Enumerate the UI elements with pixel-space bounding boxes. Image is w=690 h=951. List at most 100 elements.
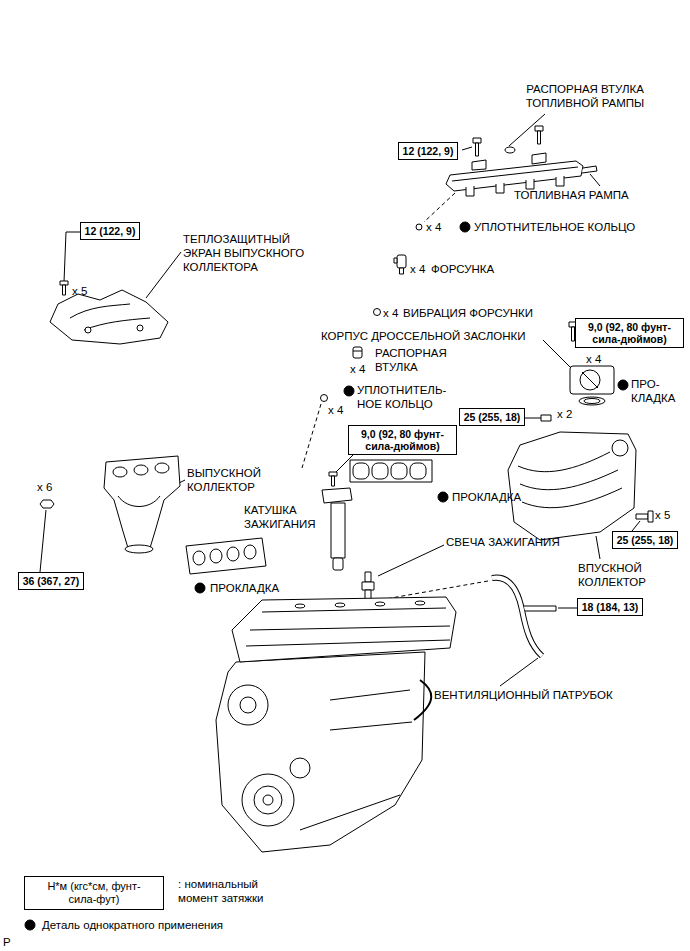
part-label-box: УПЛОТНИТЕЛЬНОЕ КОЛЬЦО — [474, 220, 635, 234]
engine — [335, 603, 345, 607]
quantity-label: x 5 — [72, 284, 87, 298]
engine — [216, 597, 456, 852]
exhaust-gasket — [210, 549, 222, 563]
quantity-label-box: x 4 — [383, 306, 398, 320]
part-label: УПЛОТНИТЕЛЬНОЕ КОЛЬЦО — [474, 220, 635, 234]
dashed-guide — [302, 404, 321, 468]
part-label: ВЫПУСКНОЙ КОЛЛЕКТОР — [187, 466, 287, 494]
ignition-coil — [333, 558, 343, 570]
heat-shield — [50, 290, 168, 344]
part-label-box: ВПУСКНОЙ КОЛЛЕКТОР — [578, 561, 668, 589]
part-label-box: ТОПЛИВНАЯ РАМПА — [514, 188, 629, 202]
legend-box: Н*м (кгс*см, фунт-сила-фут) — [24, 876, 164, 910]
exhaust-nut — [40, 500, 54, 508]
part-label-box: ПРОКЛАДКА — [210, 581, 279, 595]
ventilation-hose — [492, 578, 556, 656]
quantity-label: x 4 — [426, 220, 441, 234]
part-label-box: СВЕЧА ЗАЖИГАНИЯ — [446, 535, 560, 549]
exhaust-manifold — [134, 465, 148, 475]
throttle-body — [580, 370, 600, 390]
part-label: РАСПОРНАЯ ВТУЛКА — [375, 346, 465, 374]
exhaust-gasket — [186, 538, 266, 574]
leader-line — [632, 521, 640, 531]
intake-gasket — [353, 463, 369, 479]
quantity-label: x 4 — [410, 262, 425, 276]
heat-shield — [137, 325, 143, 331]
torque-spec-box: 25 (255, 18) — [459, 408, 525, 426]
fuel-rail — [452, 167, 578, 181]
engine — [414, 680, 431, 720]
part-label: ВПУСКНОЙ КОЛЛЕКТОР — [578, 561, 668, 589]
engine — [415, 601, 425, 605]
torque-value: 36 (367, 27) — [23, 575, 80, 587]
part-label: КАТУШКА ЗАЖИГАНИЯ — [244, 503, 334, 531]
o-ring-icon — [374, 309, 381, 316]
intake-gasket — [372, 463, 388, 479]
torque-spec-box: 9,0 (92, 80 фунт- сила-дюймов) — [575, 318, 684, 348]
intake-manifold — [541, 415, 551, 421]
part-label: ПРОКЛАДКА — [210, 581, 279, 595]
bolt — [332, 476, 335, 486]
torque-spec-box: 18 (184, 13) — [577, 598, 643, 616]
part-label: ПРОКЛАДКА — [452, 490, 521, 504]
throttle-body — [570, 366, 614, 394]
part-label: ТЕПЛОЗАЩИТНЫЙ ЭКРАН ВЫПУСКНОГО КОЛЛЕКТОР… — [183, 232, 328, 274]
torque-value: 12 (122, 9) — [85, 225, 136, 237]
part-label: УПЛОТНИТЕЛЬ- НОЕ КОЛЬЦО — [357, 383, 453, 411]
ventilation-hose — [524, 606, 556, 611]
part-label: ТОПЛИВНАЯ РАМПА — [514, 188, 629, 202]
part-label: КОРПУС ДРОССЕЛЬНОЙ ЗАСЛОНКИ — [321, 329, 526, 343]
part-label-box: УПЛОТНИТЕЛЬ- НОЕ КОЛЬЦО — [357, 383, 453, 411]
part-label-box: РАСПОРНАЯ ВТУЛКА ТОПЛИВНОЙ РАМПЫ — [515, 82, 655, 110]
quantity-label: x 2 — [557, 407, 572, 421]
injector-icon — [400, 268, 404, 274]
leader-line — [462, 147, 472, 150]
o-ring-icon — [321, 395, 328, 402]
part-label: СВЕЧА ЗАЖИГАНИЯ — [446, 535, 560, 549]
bolt — [535, 126, 543, 131]
exhaust-manifold — [118, 496, 160, 507]
torque-value: 25 (255, 18) — [464, 411, 521, 423]
exhaust-nut — [40, 500, 54, 508]
part-label-box: КАТУШКА ЗАЖИГАНИЯ — [244, 503, 334, 531]
legend-note-box: : номинальный момент затяжки — [178, 877, 288, 905]
torque-spec-box: 36 (367, 27) — [18, 572, 84, 590]
leader-line — [590, 174, 600, 186]
ignition-coil — [322, 488, 352, 570]
single-use-dot — [460, 222, 470, 232]
fuel-rail — [472, 153, 546, 170]
torque-value: Н*м (кгс*см, фунт-сила-фут) — [39, 880, 149, 906]
exhaust-manifold — [104, 456, 180, 548]
quantity-label: x 5 — [655, 508, 670, 522]
exhaust-gasket — [227, 547, 239, 561]
single-use-dot — [344, 386, 354, 396]
injector-icon — [394, 258, 397, 263]
intake-manifold — [518, 452, 622, 508]
exhaust-gasket — [186, 538, 266, 574]
part-label-box: ФОРСУНКА — [431, 262, 494, 276]
intake-manifold — [612, 440, 628, 456]
throttle-gasket — [579, 397, 605, 405]
part-label: ВИБРАЦИЯ ФОРСУНКИ — [403, 306, 533, 320]
ignition-coil — [322, 488, 352, 503]
legend-swatch — [25, 920, 35, 930]
part-label-box: РАСПОРНАЯ ВТУЛКА — [375, 346, 465, 374]
quantity-label-box: x 5 — [72, 284, 87, 298]
throttle-gasket — [579, 397, 605, 405]
exhaust-manifold — [125, 545, 153, 553]
spark-plug — [362, 582, 374, 590]
heat-shield — [85, 327, 91, 333]
part-label-box: ВЫПУСКНОЙ КОЛЛЕКТОР — [187, 466, 287, 494]
o-ring-icon — [416, 224, 422, 230]
engine — [300, 690, 412, 830]
intake-gasket — [350, 460, 432, 482]
intake-manifold — [508, 432, 636, 540]
throttle-body — [570, 366, 614, 394]
part-label-box: КОРПУС ДРОССЕЛЬНОЙ ЗАСЛОНКИ — [321, 329, 526, 343]
engine — [240, 697, 256, 713]
engine — [246, 608, 450, 646]
single-use-dot — [195, 583, 205, 593]
quantity-label-box: x 4 — [586, 352, 601, 366]
throttle-body — [582, 372, 598, 388]
spacer-icon — [353, 347, 362, 358]
